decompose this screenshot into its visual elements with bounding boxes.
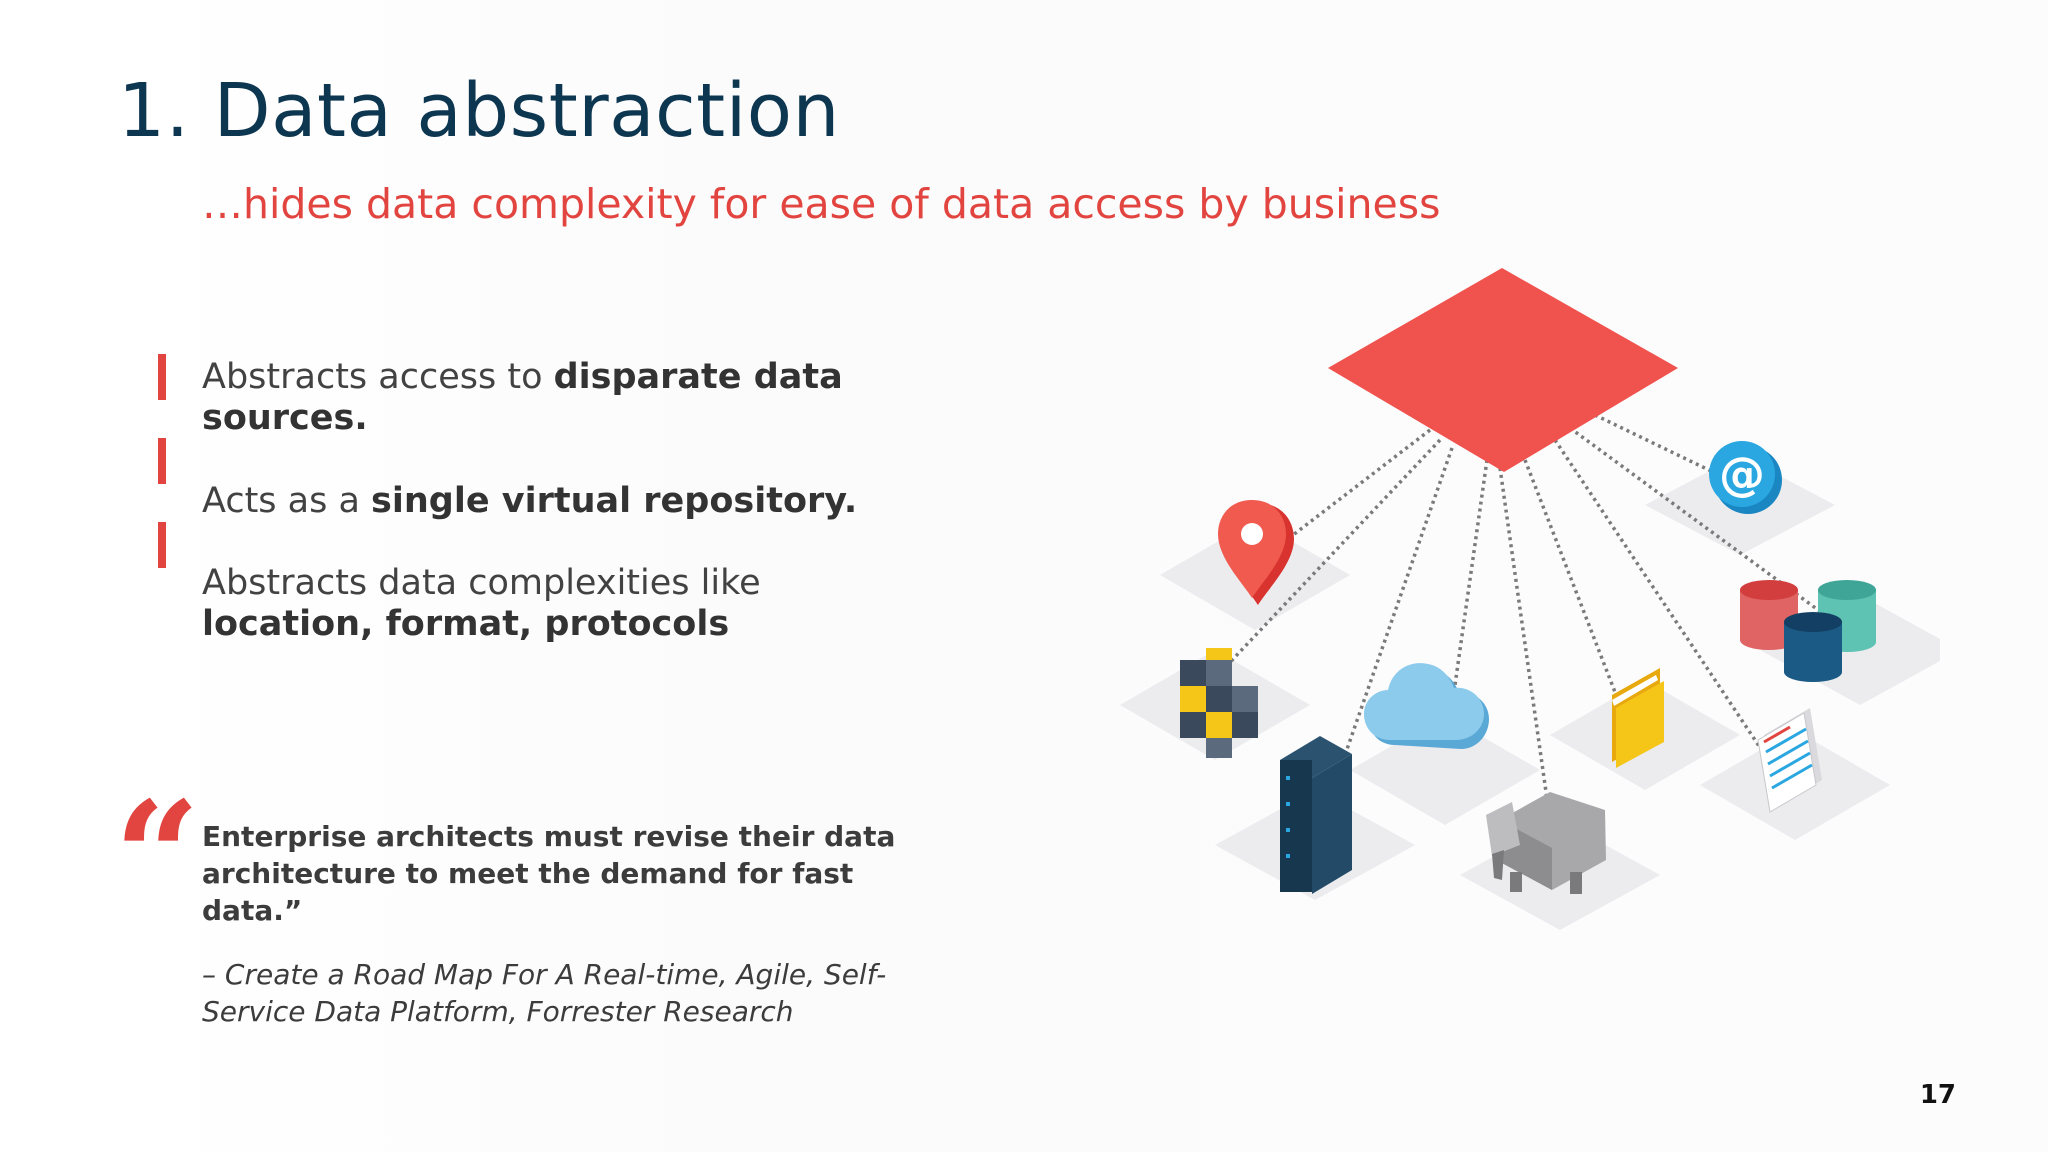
bullet-item-2: Acts as a single virtual repository. (202, 481, 858, 521)
page-number: 17 (1919, 1080, 1956, 1110)
connector (1448, 459, 1489, 721)
connector (1498, 467, 1552, 821)
connector (1343, 447, 1454, 756)
location-pin-icon (1218, 500, 1294, 605)
connector (1216, 438, 1442, 677)
bullet-marker (158, 354, 166, 400)
bullet-item-1: Abstracts access to disparate data sourc… (202, 357, 843, 438)
content-background (150, 0, 2048, 1152)
email-at-icon: @ (1709, 441, 1782, 514)
data-abstraction-diagram: @ (1120, 268, 1940, 930)
server-rack-icon (1280, 736, 1352, 894)
quote-citation: – Create a Road Map For A Real-time, Agi… (202, 958, 887, 1028)
quote-text: Enterprise architects must revise their … (202, 820, 896, 927)
connector (1553, 439, 1777, 771)
folder-icon (1612, 668, 1664, 768)
hadoop-elephant-icon (1486, 792, 1606, 894)
slide-subtitle: …hides data complexity for ease of data … (202, 180, 1441, 228)
database-stack-icon (1740, 580, 1876, 682)
document-icon (1757, 708, 1822, 813)
bullet-marker (158, 438, 166, 484)
blocks-cube-icon (1180, 648, 1258, 758)
abstraction-hub (1328, 268, 1678, 472)
connector (1523, 459, 1622, 706)
bullet-item-3: Abstracts data complexities like locatio… (202, 563, 761, 644)
slide-title: 1. Data abstraction (118, 68, 840, 154)
quote-mark-icon: “ (114, 769, 201, 945)
svg-text:@: @ (1719, 447, 1765, 501)
cloud-icon (1364, 663, 1489, 749)
bullet-marker (158, 522, 166, 568)
